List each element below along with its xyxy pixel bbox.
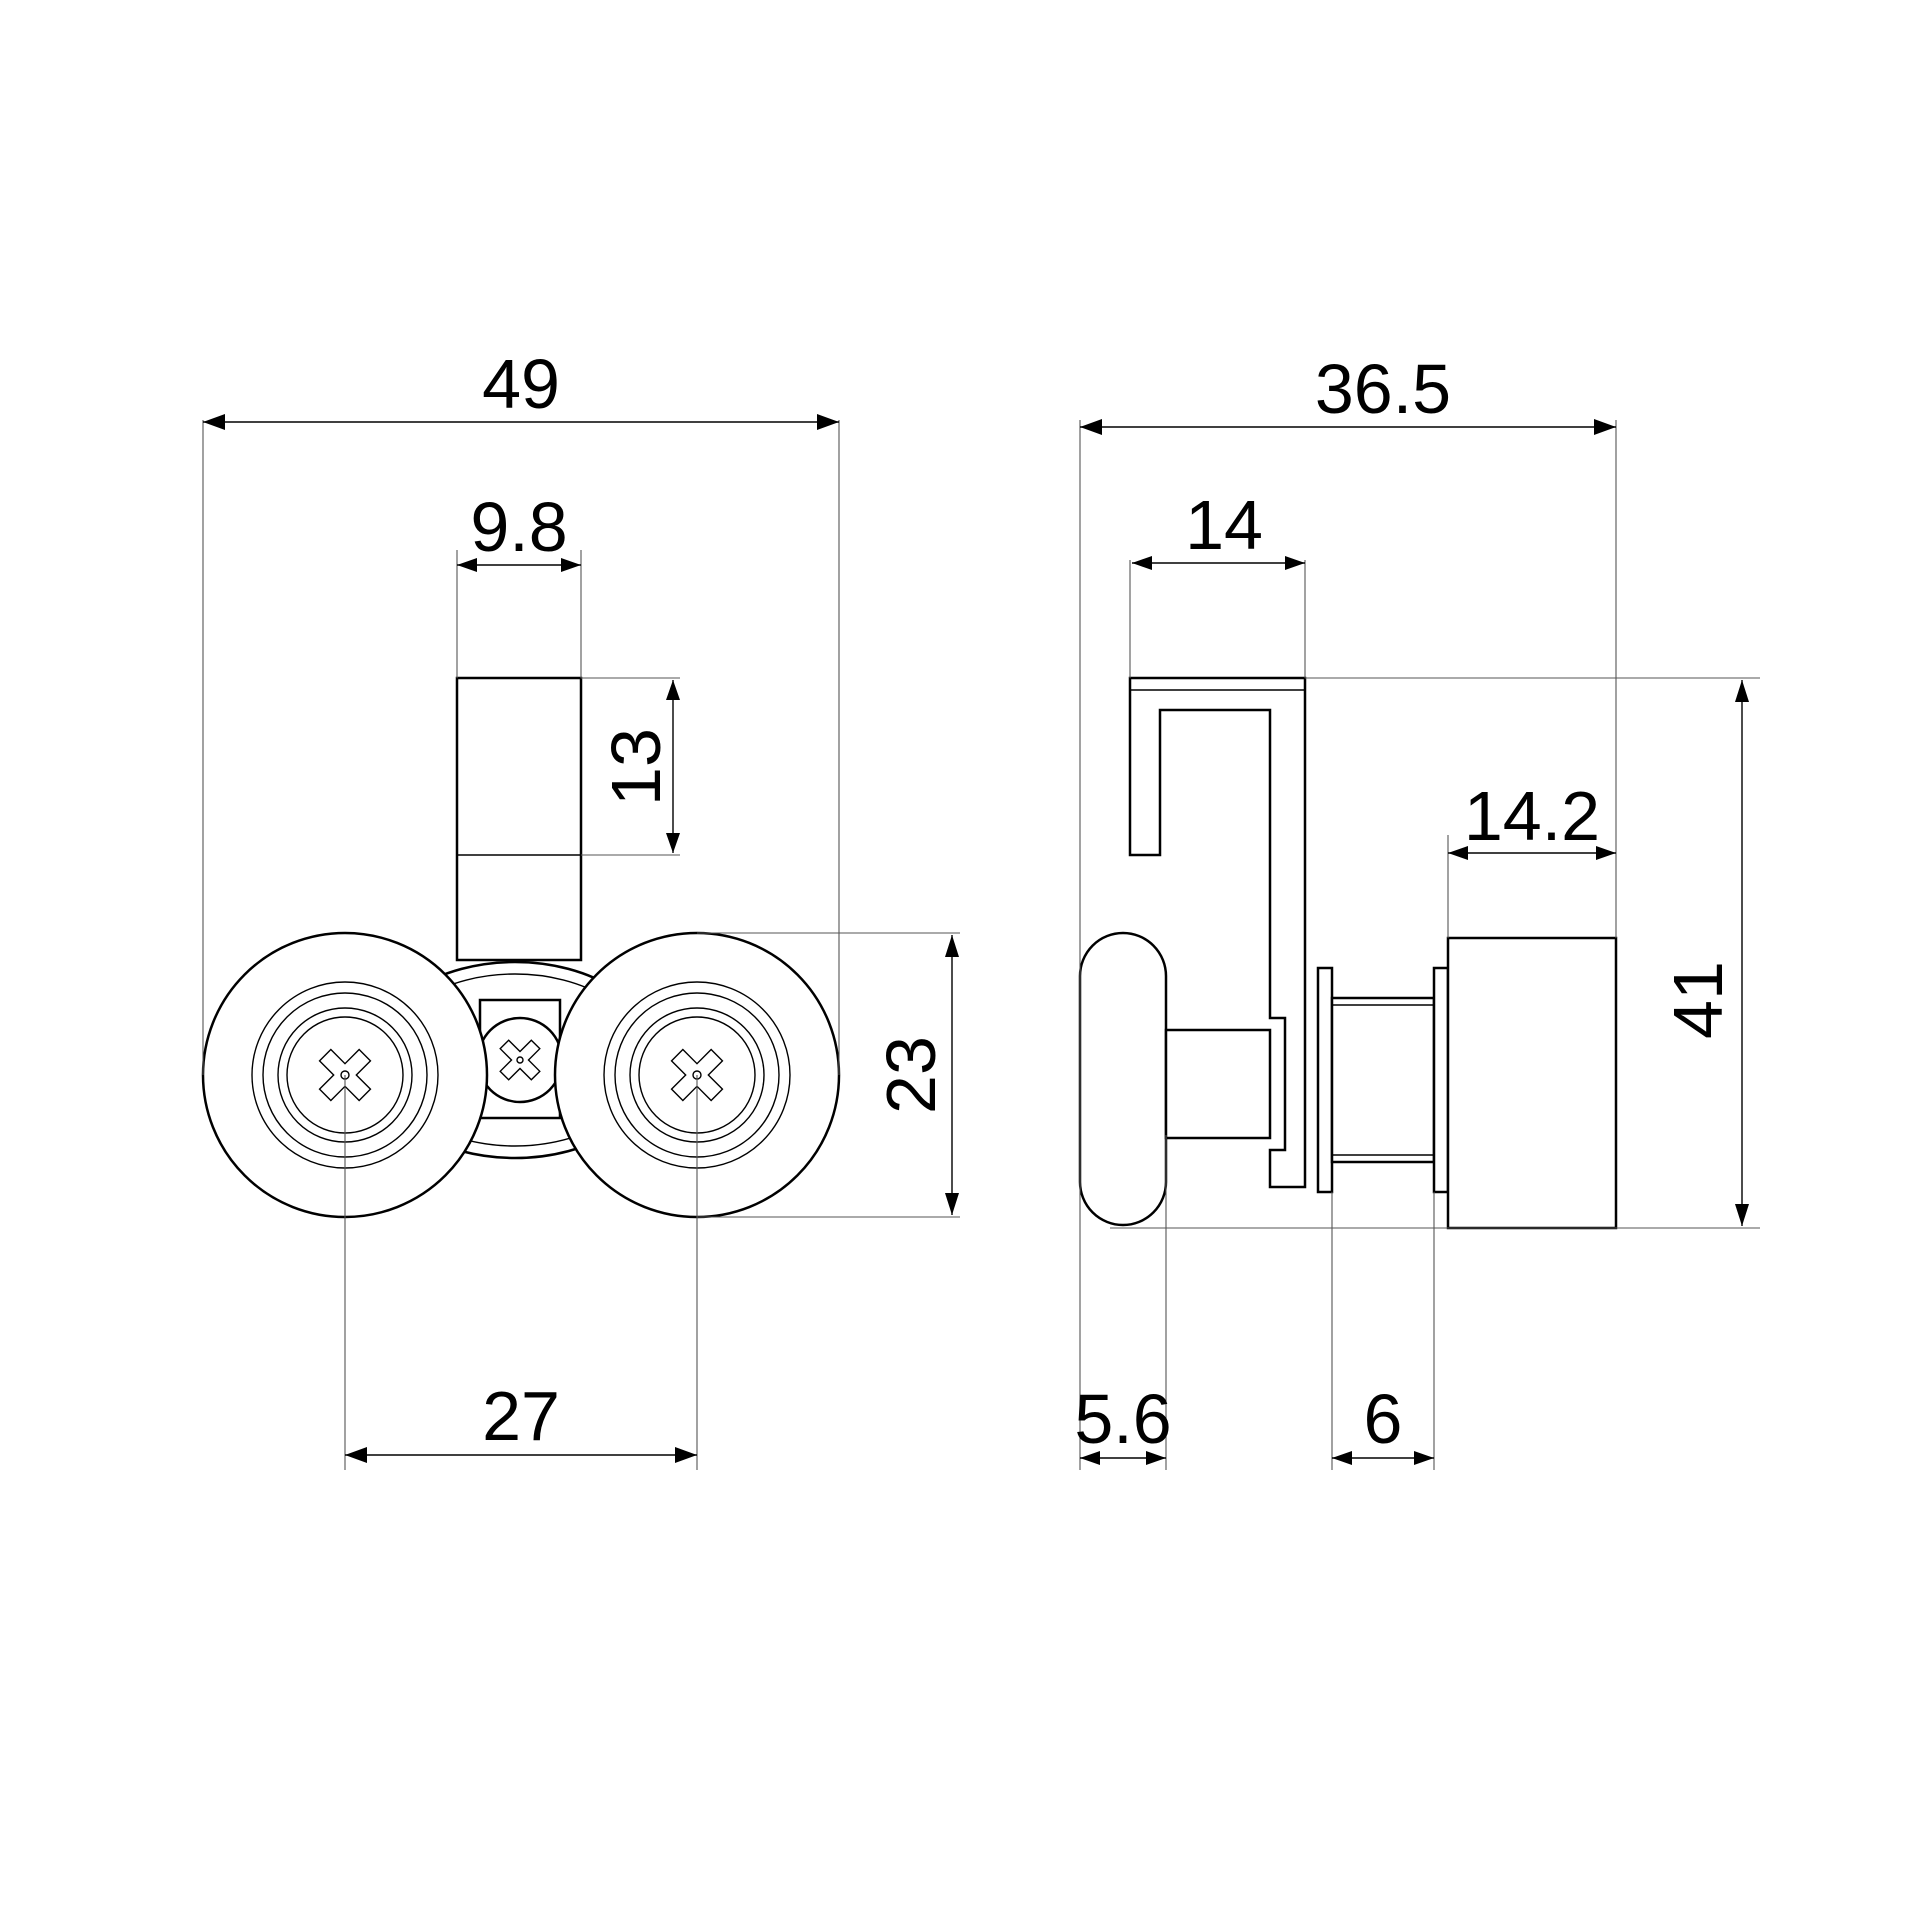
end-block [1446,936,1618,1230]
dim-label-9-8: 9.8 [470,488,567,566]
dim-wheel-thickness: 5.6 [1074,1380,1172,1465]
dim-wheel-height: 23 [872,935,959,1215]
dim-stem-width: 9.8 [457,488,581,572]
dim-label-6: 6 [1364,1380,1403,1458]
dim-stem-height: 13 [597,680,680,853]
dim-label-41: 41 [1659,961,1737,1039]
dim-hook-width: 14 [1132,486,1305,570]
front-view: 49 9.8 13 23 27 [201,345,960,1470]
wheel-side-profile [1078,931,1168,1227]
dim-block-width: 14.2 [1448,777,1616,860]
front-extension-lines [202,420,960,1470]
hook-bracket [1128,676,1307,1189]
dim-wheel-spacing: 27 [345,1377,697,1463]
dim-label-49: 49 [482,345,560,423]
side-view: 36.5 14 14.2 41 5.6 [1074,350,1760,1470]
spacer [1330,996,1436,1164]
axle [1164,1028,1272,1140]
washer-left [1316,966,1334,1194]
dim-side-overall-height: 41 [1659,680,1749,1226]
washer-right [1432,966,1450,1194]
stem [455,676,583,962]
side-extension-lines [1079,420,1760,1470]
dim-label-14-2: 14.2 [1464,777,1600,855]
dim-label-36-5: 36.5 [1315,350,1451,428]
dim-label-14: 14 [1185,486,1263,564]
dim-front-overall-width: 49 [203,345,839,430]
dim-washer-gap: 6 [1332,1380,1434,1465]
dim-side-overall-width: 36.5 [1080,350,1616,435]
center-screw [476,998,564,1120]
dim-label-23: 23 [872,1036,950,1114]
dim-label-27: 27 [482,1377,560,1455]
dim-label-5-6: 5.6 [1074,1380,1171,1458]
dim-label-13: 13 [597,728,675,806]
